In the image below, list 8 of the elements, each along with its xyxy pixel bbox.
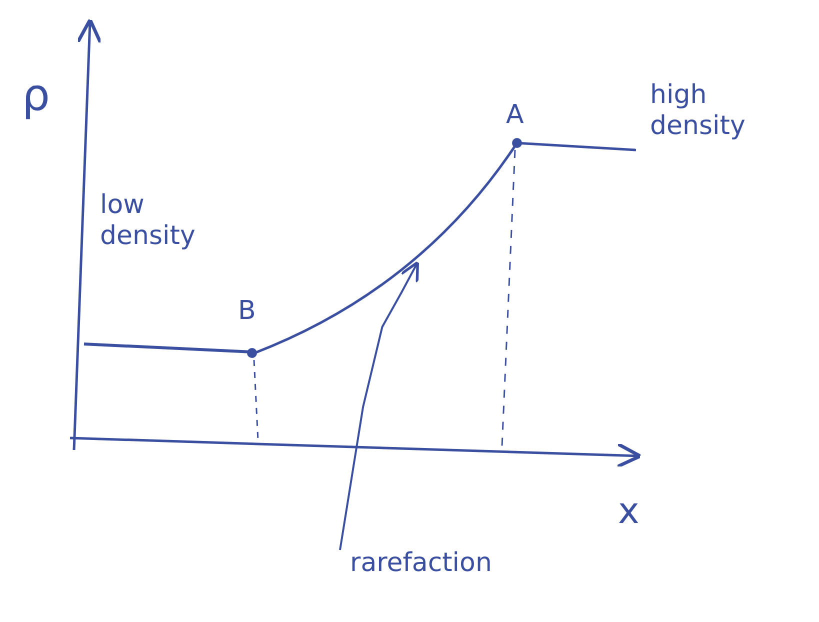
axis-label: x (618, 490, 640, 534)
region-label: high density (650, 80, 746, 142)
leader-line (339, 260, 420, 550)
point-label: A (506, 100, 524, 132)
axis-label: ρ (22, 70, 50, 123)
point-label: B (238, 296, 256, 328)
region-label: low density (100, 190, 196, 252)
curve-label: rarefaction (350, 548, 492, 580)
